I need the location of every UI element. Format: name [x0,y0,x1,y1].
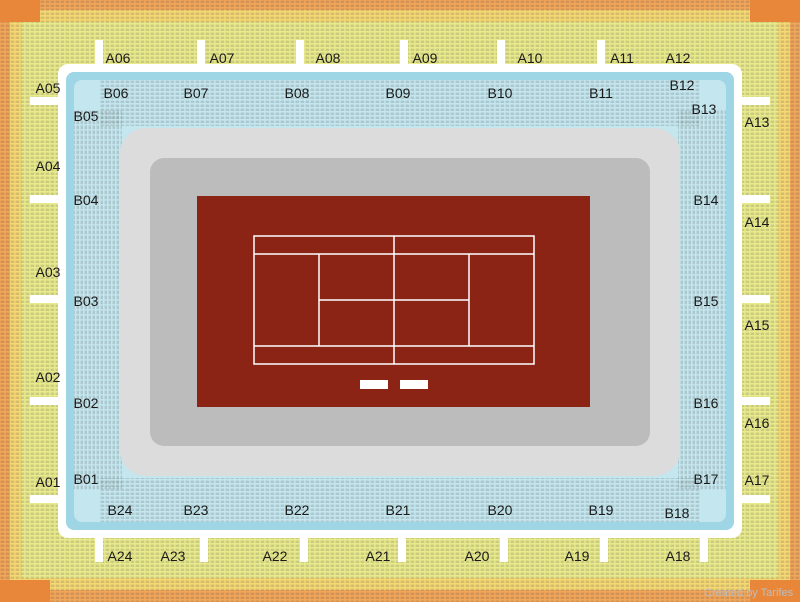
section-a10[interactable]: A10 [518,50,543,66]
section-a22[interactable]: A22 [263,548,288,564]
section-a20[interactable]: A20 [465,548,490,564]
section-a13[interactable]: A13 [745,114,770,130]
section-b20[interactable]: B20 [488,502,513,518]
entrance-gap [700,536,708,562]
corner-band-top-left [0,0,40,22]
inner-seat-rows-top [100,80,700,126]
section-b05[interactable]: B05 [74,108,99,124]
section-a21[interactable]: A21 [366,548,391,564]
entrance-gap [600,536,608,562]
player-bench-left [360,380,388,389]
section-a09[interactable]: A09 [413,50,438,66]
section-b01[interactable]: B01 [74,471,99,487]
section-b09[interactable]: B09 [386,85,411,101]
section-b02[interactable]: B02 [74,395,99,411]
entrance-gaps [30,40,770,562]
entrance-gap [398,536,406,562]
section-b15[interactable]: B15 [694,293,719,309]
corner-band-top-right [750,0,800,22]
section-a03[interactable]: A03 [36,264,61,280]
entrance-gap [500,536,508,562]
entrance-gap [497,40,505,66]
section-b08[interactable]: B08 [285,85,310,101]
section-b23[interactable]: B23 [184,502,209,518]
entrance-gap [740,397,770,405]
entrance-gap [30,97,60,105]
entrance-gap [30,495,60,503]
entrance-gap [95,536,103,562]
section-b07[interactable]: B07 [184,85,209,101]
section-b13[interactable]: B13 [692,101,717,117]
entrance-gap [30,397,60,405]
section-a15[interactable]: A15 [745,317,770,333]
section-b16[interactable]: B16 [694,395,719,411]
corner-band-bottom-right [750,580,800,602]
section-a08[interactable]: A08 [316,50,341,66]
section-b24[interactable]: B24 [108,502,133,518]
section-a19[interactable]: A19 [565,548,590,564]
entrance-gap [296,40,304,66]
entrance-gap [597,40,605,66]
court-lines [253,235,535,365]
section-b04[interactable]: B04 [74,192,99,208]
section-a12[interactable]: A12 [666,50,691,66]
section-a11[interactable]: A11 [610,50,634,66]
section-b17[interactable]: B17 [694,471,719,487]
entrance-gap [200,536,208,562]
section-a04[interactable]: A04 [36,158,61,174]
section-a02[interactable]: A02 [36,369,61,385]
section-b21[interactable]: B21 [386,502,411,518]
entrance-gap [300,536,308,562]
entrance-gap [30,195,60,203]
section-a01[interactable]: A01 [36,474,61,490]
section-a17[interactable]: A17 [745,472,770,488]
section-b11[interactable]: B11 [589,85,613,101]
inner-seat-rows-bottom [100,478,700,522]
section-b18[interactable]: B18 [665,505,690,521]
entrance-gap [740,295,770,303]
entrance-gap [30,295,60,303]
corner-band-bottom-left [0,580,50,602]
section-b19[interactable]: B19 [589,502,614,518]
section-a24[interactable]: A24 [108,548,133,564]
section-b12[interactable]: B12 [670,77,695,93]
section-b10[interactable]: B10 [488,85,513,101]
entrance-gap [740,97,770,105]
entrance-gap [740,195,770,203]
entrance-gap [197,40,205,66]
section-a06[interactable]: A06 [106,50,131,66]
section-a05[interactable]: A05 [36,80,61,96]
entrance-gap [95,40,103,66]
entrance-gap [740,495,770,503]
credit-text: Created by Tarifes [704,587,794,599]
section-a14[interactable]: A14 [745,214,770,230]
section-a07[interactable]: A07 [210,50,235,66]
section-b03[interactable]: B03 [74,293,99,309]
section-b06[interactable]: B06 [104,85,129,101]
section-b22[interactable]: B22 [285,502,310,518]
inner-seat-rows-left [74,110,122,490]
section-a18[interactable]: A18 [666,548,691,564]
player-bench-right [400,380,428,389]
section-a16[interactable]: A16 [745,415,770,431]
section-a23[interactable]: A23 [161,548,186,564]
entrance-gap [400,40,408,66]
section-b14[interactable]: B14 [694,192,719,208]
inner-seat-rows-right [678,110,726,490]
